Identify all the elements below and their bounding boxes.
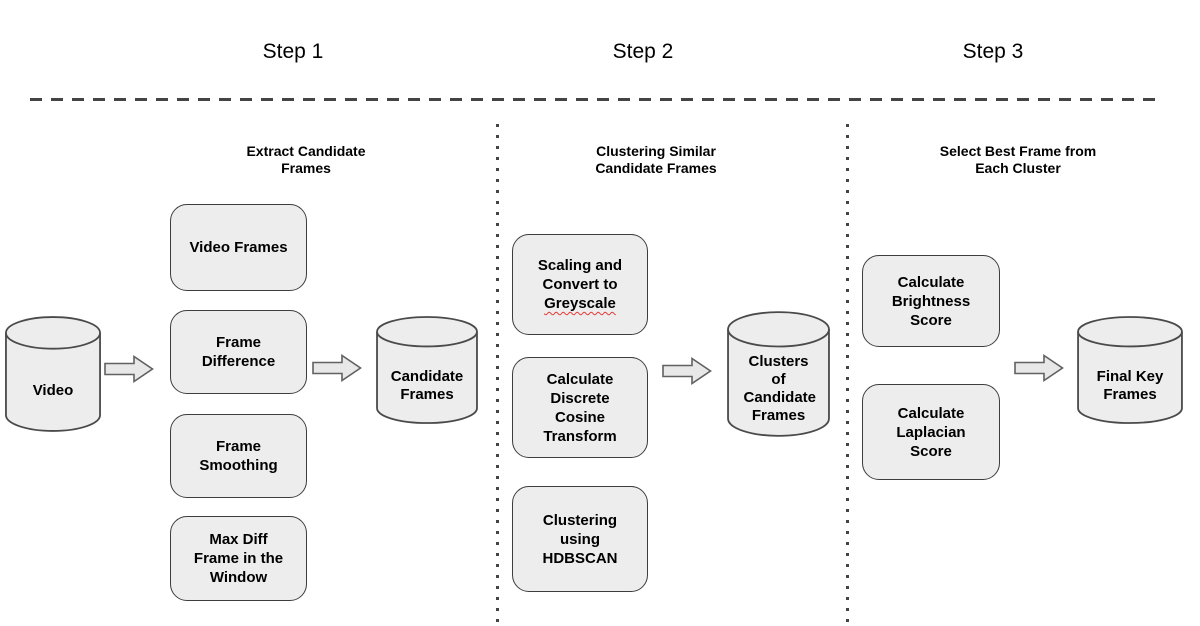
process-box-frame-difference: Frame Difference xyxy=(170,310,307,394)
process-box-hdbscan: Clustering using HDBSCAN xyxy=(512,486,648,592)
candidate-frames-datastore-label: Candidate Frames xyxy=(390,368,464,404)
clusters-datastore: Clusters of Candidate Frames xyxy=(727,311,830,437)
step1-label: Step 1 xyxy=(262,40,324,63)
cylinder-icon xyxy=(727,311,830,437)
video-datastore-label: Video xyxy=(32,382,74,400)
process-box-label: Clustering using HDBSCAN xyxy=(542,511,618,567)
candidate-frames-datastore: Candidate Frames xyxy=(376,316,478,424)
step2-title: Clustering Similar Candidate Frames xyxy=(595,143,717,176)
clusters-datastore-label: Clusters of Candidate Frames xyxy=(743,353,817,425)
arrow-right-icon xyxy=(312,354,362,382)
process-box-scaling-greyscale: Scaling and Convert to Greyscale xyxy=(512,234,648,335)
final-key-frames-datastore-label: Final Key Frames xyxy=(1096,368,1164,404)
misspelled-word: Greyscale xyxy=(544,295,616,312)
video-datastore: Video xyxy=(5,316,101,432)
process-box-frame-smoothing: Frame Smoothing xyxy=(170,414,307,498)
arrow-right-icon xyxy=(104,355,154,383)
process-box-label: Calculate Discrete Cosine Transform xyxy=(543,370,617,445)
process-box-label: Max Diff Frame in the Window xyxy=(193,531,284,586)
step2-label: Step 2 xyxy=(612,40,674,63)
process-box-video-frames: Video Frames xyxy=(170,204,307,291)
step2-step3-dotted-divider xyxy=(846,124,849,626)
arrow-right-icon xyxy=(1014,354,1064,382)
process-box-label: Scaling and Convert to xyxy=(537,257,623,293)
process-box-label: Calculate Brightness Score xyxy=(891,273,971,329)
cylinder-icon xyxy=(376,316,478,424)
process-box-label: Frame Difference xyxy=(201,334,276,370)
process-box-laplacian: Calculate Laplacian Score xyxy=(862,384,1000,480)
cylinder-icon xyxy=(5,316,101,432)
process-box-max-diff: Max Diff Frame in the Window xyxy=(170,516,307,601)
step3-title: Select Best Frame from Each Cluster xyxy=(939,143,1097,176)
process-box-brightness: Calculate Brightness Score xyxy=(862,255,1000,347)
process-box-label: Calculate Laplacian Score xyxy=(896,404,966,460)
final-key-frames-datastore: Final Key Frames xyxy=(1077,316,1183,424)
process-box-label: Video Frames xyxy=(189,239,288,256)
cylinder-icon xyxy=(1077,316,1183,424)
header-dashed-divider xyxy=(30,98,1156,101)
process-box-label: Frame Smoothing xyxy=(199,438,278,474)
process-box-dct: Calculate Discrete Cosine Transform xyxy=(512,357,648,458)
step1-title: Extract Candidate Frames xyxy=(246,143,366,176)
step3-label: Step 3 xyxy=(962,40,1024,63)
arrow-right-icon xyxy=(662,357,712,385)
step1-step2-dotted-divider xyxy=(496,124,499,626)
